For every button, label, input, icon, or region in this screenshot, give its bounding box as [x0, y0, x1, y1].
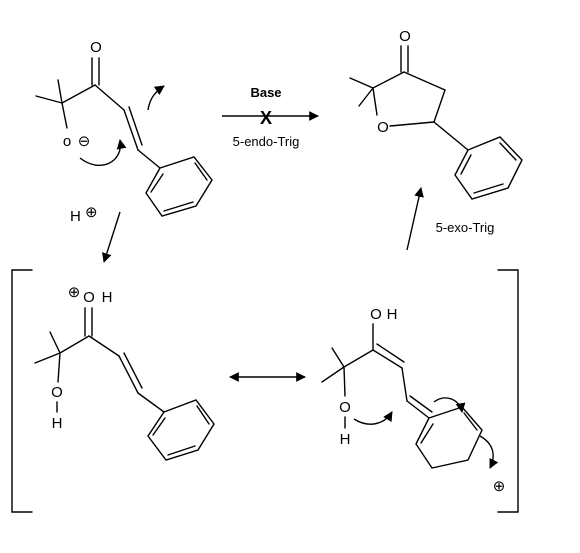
- oxonium-oxygen-atom: O: [83, 289, 95, 306]
- enol-cation: O H O H ⊕: [321, 306, 506, 495]
- base-label: Base: [250, 85, 281, 100]
- minus-charge: ⊖: [78, 133, 91, 150]
- ketone-oxygen-atom: O: [399, 28, 411, 45]
- left-bracket: [11, 269, 33, 513]
- carbonyl-oxygen-atom: O: [90, 39, 102, 56]
- endo-arrow-group: Base X 5-endo-Trig: [222, 85, 319, 149]
- curly-arrow-pi-push: [147, 85, 165, 111]
- curly-arrow-cation: [479, 435, 499, 469]
- curly-arrow-alkoxide-attack: [79, 139, 127, 167]
- endo-trig-label: 5-endo-Trig: [233, 134, 300, 149]
- phenyl-ring: [454, 136, 523, 200]
- hydroxyl-H-atom: H: [340, 431, 351, 448]
- curly-arrow-ring-push: [433, 397, 466, 413]
- hydroxyl-oxygen-atom: O: [339, 399, 351, 416]
- proton-plus-charge: ⊕: [85, 204, 98, 221]
- alkoxide-enone: O o ⊖: [35, 39, 213, 217]
- oxonium-plus-charge: ⊕: [68, 284, 81, 301]
- hydroxyl-H-atom: H: [52, 415, 63, 432]
- oxonium-H-atom: H: [102, 289, 113, 306]
- furanone-product: O O: [349, 28, 523, 200]
- curly-arrow-oh-attack: [353, 411, 393, 425]
- cyclization-arrow: [406, 187, 424, 251]
- exo-trig-label: 5-exo-Trig: [436, 220, 495, 235]
- right-bracket: [497, 269, 519, 513]
- phenyl-ring: [145, 156, 213, 217]
- enol-H-atom: H: [387, 306, 398, 323]
- alkoxide-oxygen-atom: o: [63, 133, 71, 150]
- ring-oxygen-atom: O: [377, 119, 389, 136]
- enol-oxygen-atom: O: [370, 306, 382, 323]
- proton-H-atom: H: [70, 208, 81, 225]
- phenyl-ring: [147, 399, 215, 461]
- hydroxyl-oxygen-atom: O: [51, 384, 63, 401]
- protonated-enone: ⊕ O H O H: [34, 284, 215, 461]
- blocked-cross: X: [260, 108, 272, 128]
- protonation-arrow: [102, 211, 121, 263]
- benzylic-plus-charge: ⊕: [493, 478, 506, 495]
